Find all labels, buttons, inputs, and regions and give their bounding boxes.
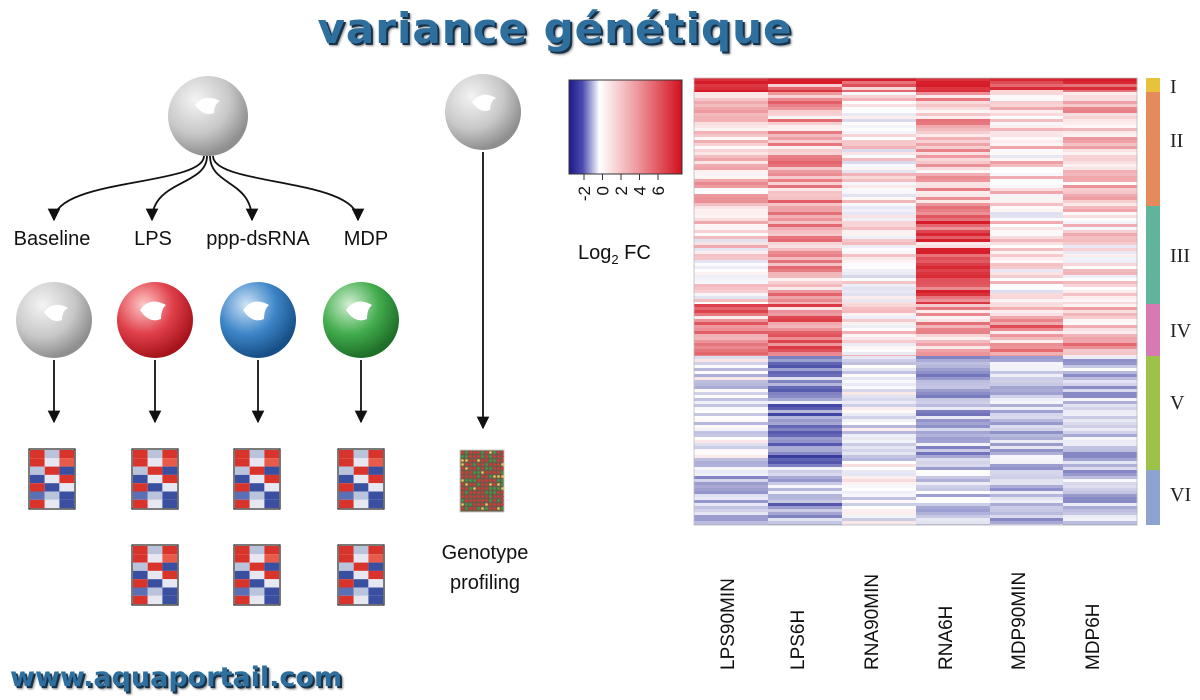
cell-lps <box>117 282 193 358</box>
condition-label-ppp-dsrna: ppp-dsRNA <box>206 228 310 250</box>
expression-mini-heatmaps <box>28 448 385 606</box>
cluster-label-ii: II <box>1170 130 1184 152</box>
page-title: variance génétique <box>317 4 793 53</box>
down-arrows <box>47 360 368 424</box>
column-label: RNA90MIN <box>862 573 883 670</box>
source-cell <box>168 76 248 156</box>
cluster-label-i: I <box>1170 76 1177 98</box>
svg-text:6: 6 <box>649 186 668 195</box>
cluster-label-iv: IV <box>1170 320 1192 342</box>
main-heatmap <box>693 77 1138 526</box>
column-label: LPS6H <box>788 609 809 670</box>
condition-label-baseline: Baseline <box>13 228 91 250</box>
svg-text:4: 4 <box>631 186 650 195</box>
cluster-label-iii: III <box>1170 245 1190 267</box>
svg-text:2: 2 <box>612 186 631 195</box>
condition-label-mdp: MDP <box>343 228 389 250</box>
cell-ppp-dsrna <box>220 282 296 358</box>
cluster-label-vi: VI <box>1170 484 1192 506</box>
cell-mdp <box>323 282 399 358</box>
column-label: LPS90MIN <box>718 578 739 670</box>
cluster-sidebar <box>1146 78 1160 525</box>
branch-arrows <box>47 155 365 222</box>
genotype-chip-icon <box>459 449 505 513</box>
column-label: RNA6H <box>936 605 957 670</box>
site-watermark: www.aquaportail.com <box>10 662 343 693</box>
column-label: MDP6H <box>1083 603 1104 670</box>
cluster-label-v: V <box>1170 392 1185 414</box>
genotype-cell <box>445 74 521 430</box>
condition-label-lps: LPS <box>134 228 172 250</box>
genotype-label: Genotype profiling <box>441 542 529 594</box>
cell-baseline <box>16 282 92 358</box>
legend-label: Log2 FC <box>578 242 651 267</box>
svg-text:0: 0 <box>594 186 613 195</box>
column-label: MDP90MIN <box>1009 571 1030 670</box>
svg-text:-2: -2 <box>575 186 594 201</box>
